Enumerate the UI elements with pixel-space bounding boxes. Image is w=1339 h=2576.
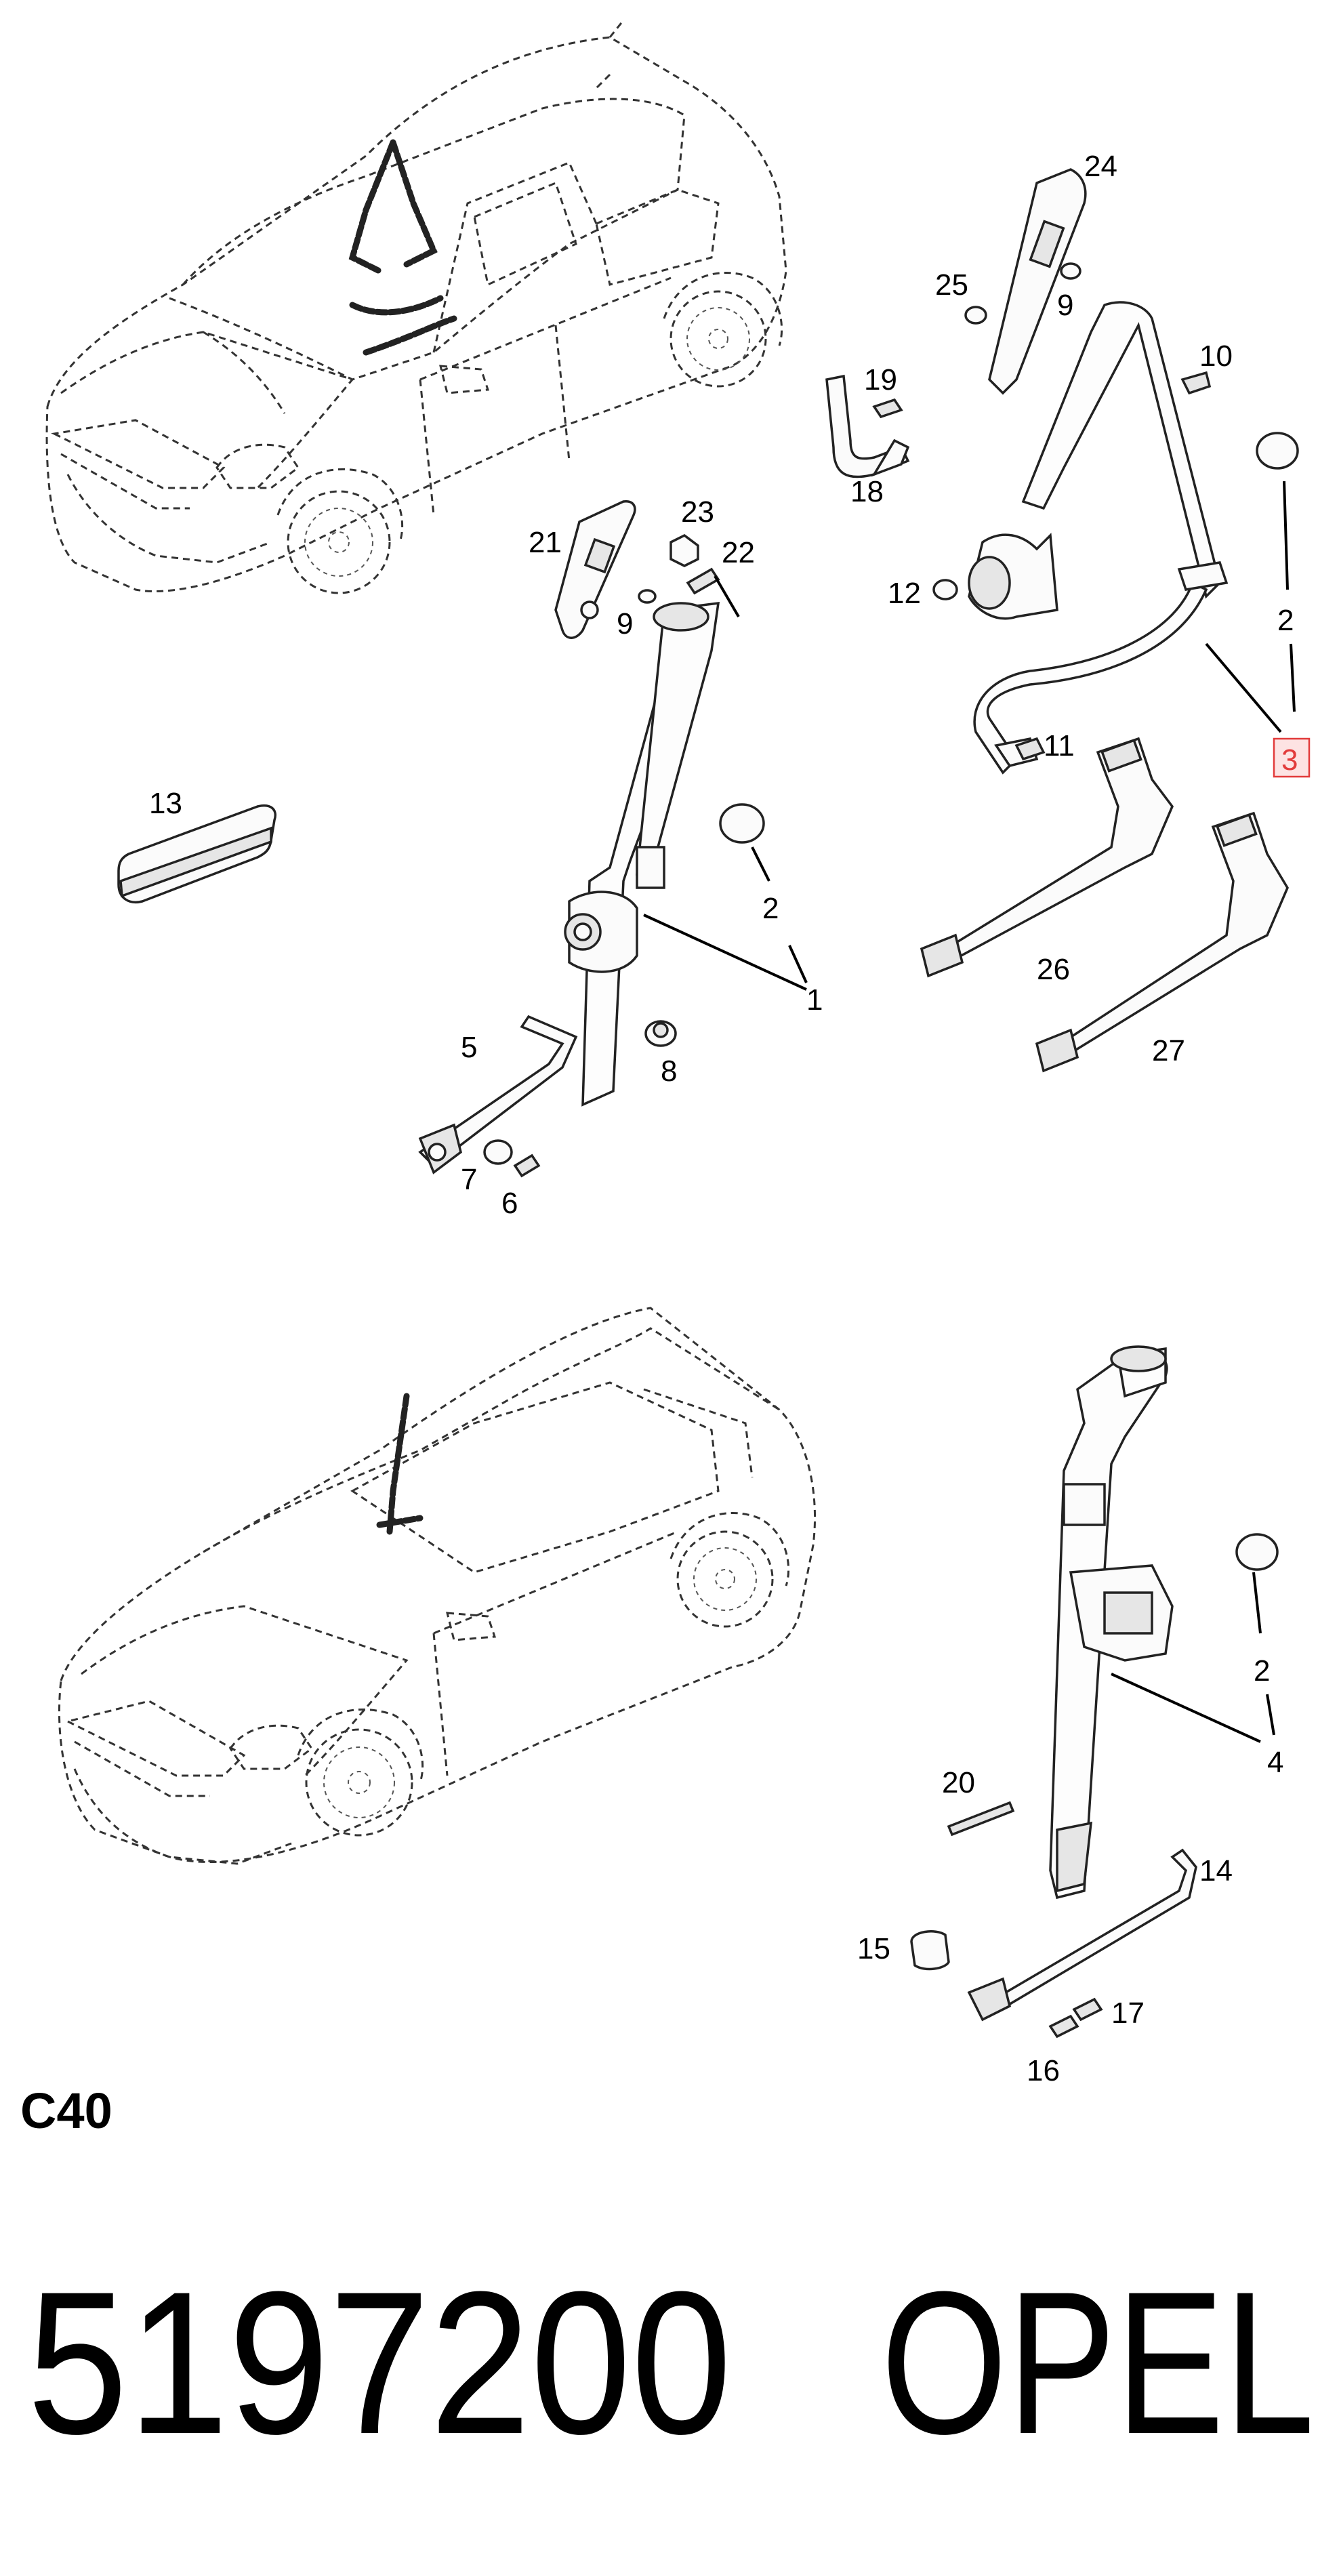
callout-15: 15 [857, 1932, 890, 1965]
callout-22: 22 [722, 536, 755, 569]
part-25-nut [964, 306, 987, 325]
callout-17: 17 [1111, 1997, 1145, 2030]
callout-9: 9 [1057, 289, 1073, 322]
part-23-nut [670, 533, 699, 567]
coupe-car-illustration [58, 1307, 816, 1865]
callout-8: 8 [661, 1055, 677, 1088]
part-number: 5197200 [27, 2249, 732, 2476]
callout-2: 2 [762, 892, 779, 925]
part-9-washer-a [638, 589, 657, 604]
part-21-plate [554, 500, 636, 639]
part-19-screw [872, 398, 903, 419]
part-18-bracket [825, 374, 910, 478]
part-12-washer [932, 579, 958, 600]
part-27-buckle [1035, 811, 1289, 1073]
part-15-spacer [910, 1930, 950, 1971]
callout-16: 16 [1027, 2054, 1060, 2087]
callout-26: 26 [1037, 953, 1070, 986]
part-7-spacer [483, 1139, 513, 1165]
callout-14: 14 [1199, 1854, 1233, 1887]
part-2-cap-c [1235, 1533, 1279, 1571]
callout-2: 2 [1277, 604, 1294, 637]
leader-lines [643, 481, 1296, 1743]
group-code: C40 [20, 2083, 112, 2139]
part-16-bolt [1048, 2014, 1079, 2039]
callout-10: 10 [1199, 340, 1233, 373]
callout-6: 6 [501, 1187, 518, 1220]
callout-5: 5 [461, 1031, 477, 1064]
part-4-seatbelt [1049, 1345, 1174, 1900]
callout-3[interactable]: 3 [1281, 743, 1298, 777]
part-2-cap-a [719, 803, 765, 844]
part-3-rear-seatbelt [968, 301, 1229, 775]
callout-12: 12 [888, 577, 921, 610]
callout-23: 23 [681, 495, 714, 529]
part-26-buckle [920, 737, 1174, 978]
callout-3-highlight-box [1273, 737, 1311, 778]
callout-27: 27 [1152, 1034, 1185, 1067]
callout-11: 11 [1044, 729, 1075, 762]
callout-4: 4 [1267, 1746, 1283, 1779]
hatchback-car-illustration [45, 20, 787, 594]
callout-7: 7 [461, 1163, 477, 1196]
part-10-bolt [1180, 371, 1212, 395]
callout-2: 2 [1254, 1654, 1270, 1688]
part-13-cover [117, 804, 276, 903]
part-1-seatbelt [564, 601, 720, 1107]
part-6-bolt [513, 1153, 541, 1178]
callout-25: 25 [935, 268, 968, 302]
part-17-bolt [1072, 1997, 1103, 2022]
part-20-strip [947, 1801, 1015, 1837]
callout-24: 24 [1084, 150, 1117, 183]
callout-21: 21 [529, 526, 562, 559]
part-2-cap-b [1256, 432, 1299, 470]
part-22-bolt [686, 567, 740, 618]
callout-18: 18 [850, 475, 884, 508]
callout-13: 13 [149, 787, 182, 820]
callout-9: 9 [617, 607, 633, 640]
callout-1: 1 [806, 983, 823, 1017]
callout-20: 20 [942, 1766, 975, 1799]
part-8-clip [644, 1020, 677, 1047]
part-14-rod [967, 1848, 1197, 2022]
callout-19: 19 [864, 363, 897, 396]
part-11-bolt [1014, 737, 1046, 761]
part-9-washer-b [1060, 262, 1082, 280]
brand-name: OPEL [881, 2249, 1315, 2476]
callout-labels: 1 2 2 3 2 4 5 6 7 8 9 9 10 11 12 13 14 1… [149, 150, 1311, 2087]
part-24-height-adjuster [988, 168, 1087, 395]
part-5-rod [418, 1015, 578, 1174]
